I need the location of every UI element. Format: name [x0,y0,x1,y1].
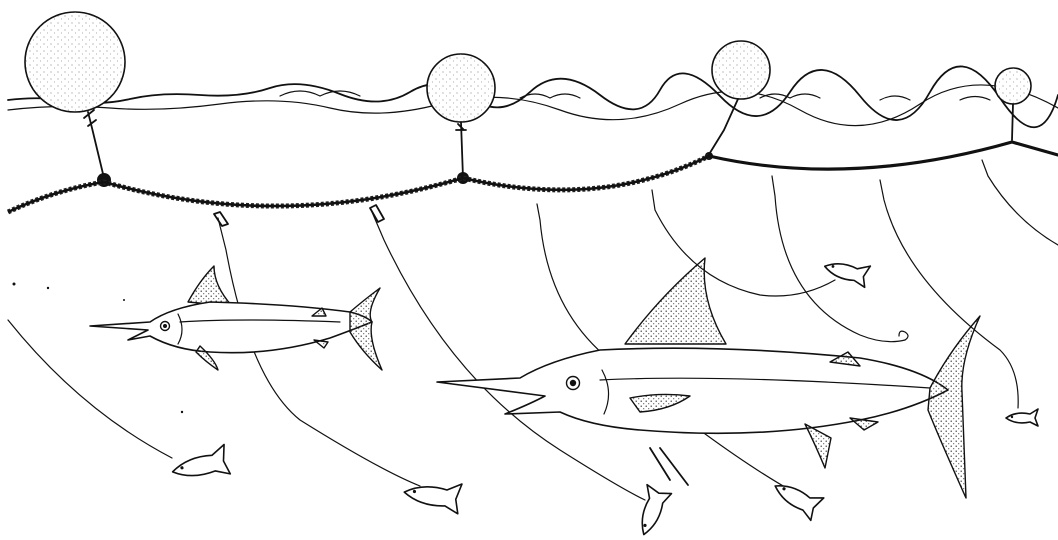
bait-fish-3 [631,485,672,539]
marlin-large [437,258,980,498]
ink-specks [13,283,184,414]
main-line [8,142,1058,212]
marlin-small [90,266,382,370]
bait-fish-1 [169,445,230,486]
bait-fish-6 [1006,409,1038,426]
buoy-floats [25,12,1031,122]
float-lines [84,99,1013,187]
bait-fish-4 [769,474,824,521]
sea-surface [8,66,1058,127]
